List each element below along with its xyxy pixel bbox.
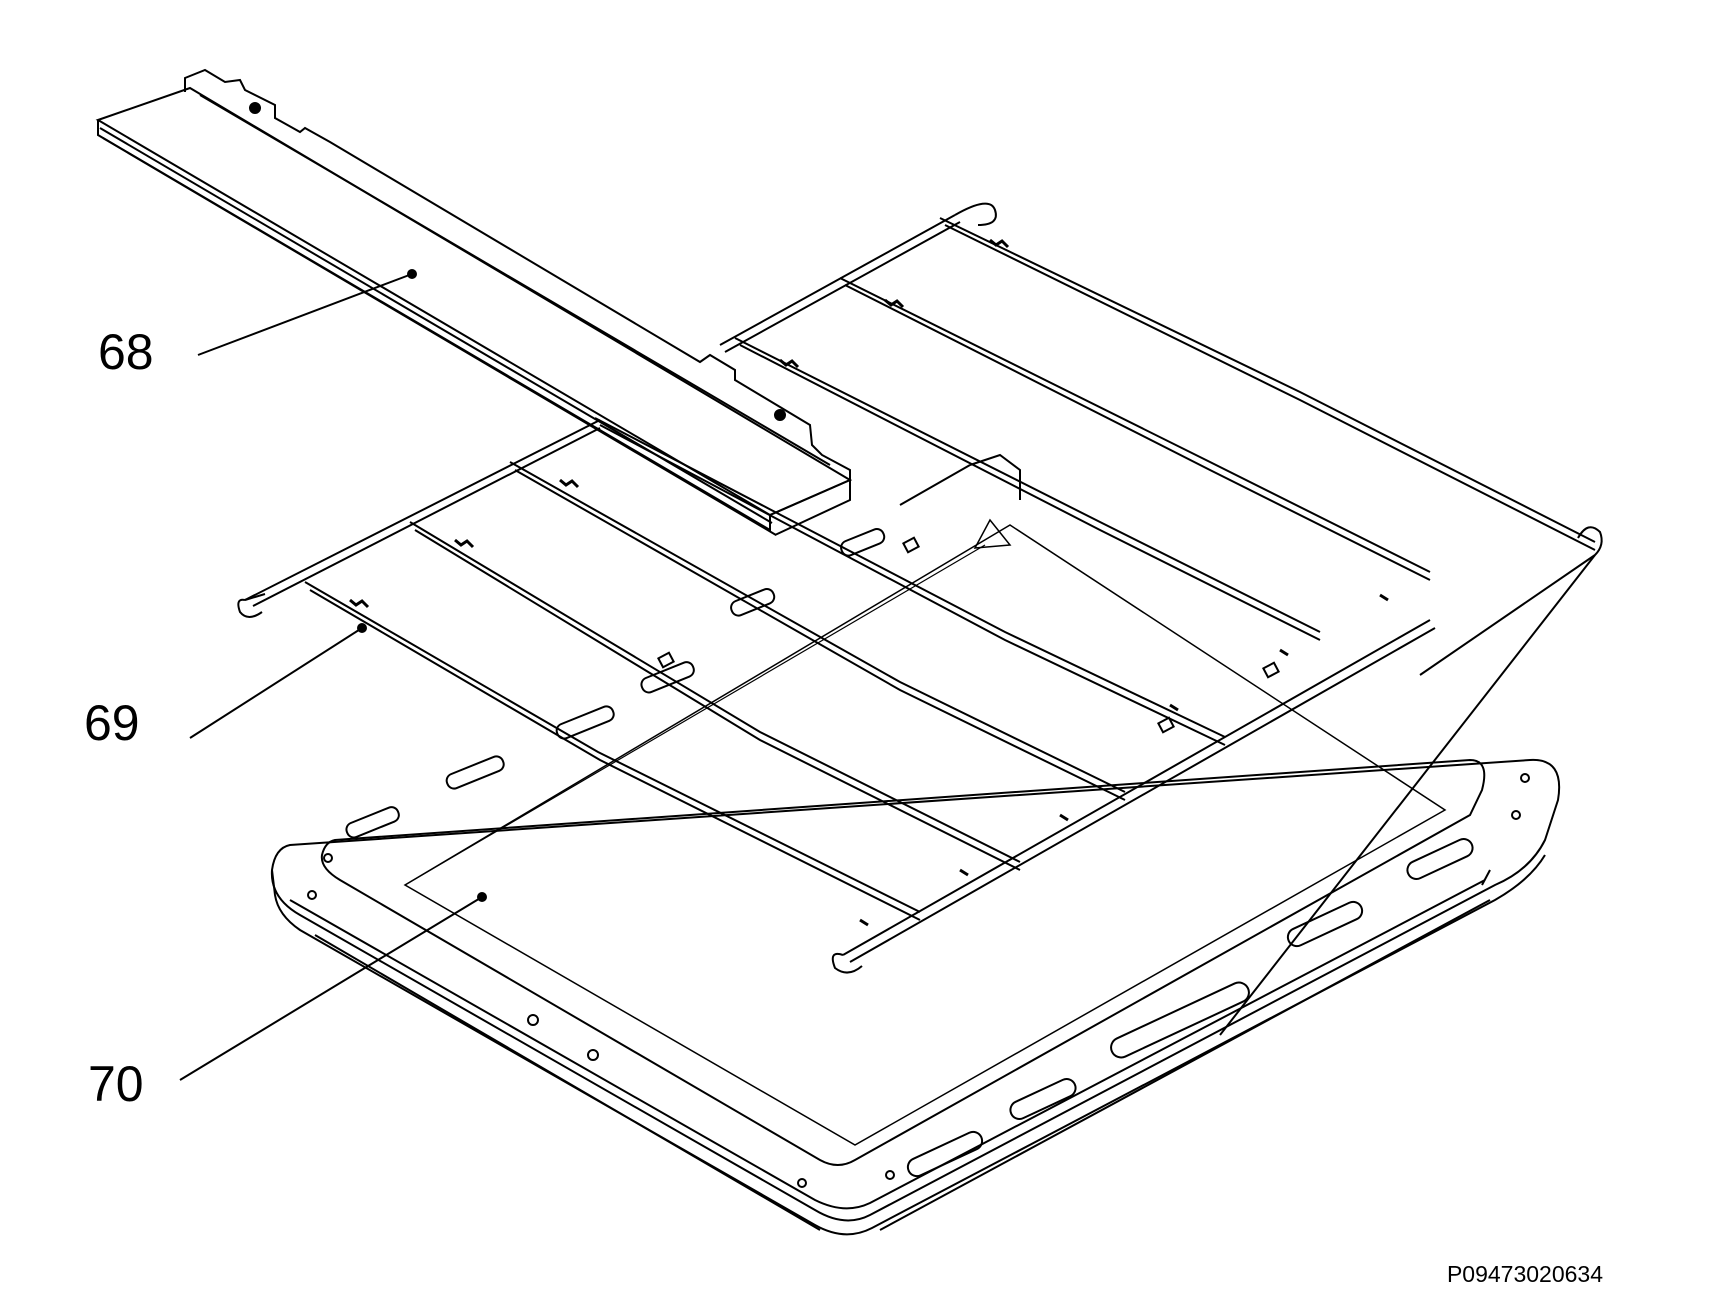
shelf-clip <box>1263 663 1278 677</box>
shelf-right-rail-inner <box>725 222 960 352</box>
tray-slot <box>639 660 696 695</box>
tray-skirt-line <box>880 900 1490 1230</box>
tray-hole <box>528 1015 538 1025</box>
tray-hole <box>588 1050 598 1060</box>
shelf-wire <box>415 530 1020 870</box>
shelf-wire <box>740 345 1320 640</box>
shelf-left-rail-inner <box>253 428 600 606</box>
tray-panel-diagonal <box>405 545 985 885</box>
tray-slot <box>1404 836 1475 882</box>
rail-back-inner-line <box>200 95 830 465</box>
shelf-left-hook-front <box>245 594 265 600</box>
shelf-back-rail-outer <box>1420 555 1595 675</box>
rail-hole <box>775 410 785 420</box>
tray-hole <box>1512 811 1520 819</box>
shelf-left-rail <box>245 420 600 600</box>
shelf-right-rail <box>720 215 955 345</box>
tray-slot <box>1007 1076 1078 1122</box>
tray-slot <box>729 587 776 618</box>
shelf-back-hook <box>955 204 996 225</box>
part-69-wire-shelf <box>238 204 1601 1035</box>
callout-label-70: 70 <box>88 1056 144 1112</box>
shelf-wire <box>410 522 1020 862</box>
shelf-wire <box>595 418 1225 737</box>
shelf-left-hook <box>238 600 262 617</box>
shelf-wire <box>510 462 1125 792</box>
tray-hole <box>308 891 316 899</box>
tray-slot <box>445 754 506 790</box>
shelf-wire <box>945 225 1595 550</box>
rail-back-flange <box>185 70 850 482</box>
leader-line-68 <box>198 274 412 355</box>
tray-slot <box>905 1129 985 1179</box>
tray-recessed-panel <box>405 525 1445 1145</box>
shelf-clip <box>1158 718 1173 732</box>
callout-label-69: 69 <box>84 695 140 751</box>
shelf-clip <box>658 653 673 667</box>
rail-hole <box>250 103 260 113</box>
shelf-back-hook-2 <box>1578 527 1602 555</box>
part-68-top-rail <box>98 70 850 535</box>
shelf-wire <box>310 590 920 920</box>
shelf-wire <box>735 338 1320 632</box>
tray-hole <box>324 854 332 862</box>
rail-end-cap <box>770 480 850 535</box>
shelf-front-rail <box>843 620 1430 955</box>
tray-slot <box>839 527 886 558</box>
shelf-wire <box>940 218 1595 542</box>
leader-line-69 <box>190 628 362 738</box>
tray-back-wall-line <box>900 465 970 505</box>
rail-front-edge <box>103 138 776 535</box>
shelf-wire-detail <box>350 240 1008 607</box>
shelf-front-hook <box>833 954 862 973</box>
callout-label-68: 68 <box>98 324 154 380</box>
shelf-wire <box>515 470 1125 800</box>
shelf-clip <box>903 538 918 552</box>
tray-slot <box>555 704 616 740</box>
tray-slot <box>1108 979 1252 1061</box>
reference-code: P09473020634 <box>1446 1261 1603 1287</box>
tray-slot <box>1285 899 1365 949</box>
tray-back-wall <box>970 455 1020 500</box>
tray-hole <box>886 1171 894 1179</box>
rail-front-edge-2 <box>100 128 772 523</box>
part-70-base-tray <box>272 455 1559 1234</box>
shelf-front-rail-inner <box>850 628 1435 962</box>
tray-skirt-line <box>1482 870 1490 885</box>
shelf-wire-detail <box>860 595 1388 925</box>
tray-side-wall <box>272 855 1545 1234</box>
tray-side-wall-inner <box>290 880 1485 1208</box>
tray-slot <box>344 805 401 840</box>
shelf-back-rail <box>1220 555 1595 1035</box>
shelf-wire <box>305 582 920 912</box>
shelf-wire <box>840 278 1430 572</box>
tray-hole <box>1521 774 1529 782</box>
shelf-wire <box>845 285 1430 580</box>
tray-outer-rim <box>272 760 1559 1221</box>
shelf-wire <box>600 425 1225 745</box>
tray-back-corner <box>975 520 1010 548</box>
tray-hole <box>798 1179 806 1187</box>
tray-skirt-line <box>315 935 820 1230</box>
tray-inner-rim <box>322 760 1484 1165</box>
rail-top-face <box>98 88 850 515</box>
leader-lines <box>180 274 482 1080</box>
leader-line-70 <box>180 897 482 1080</box>
